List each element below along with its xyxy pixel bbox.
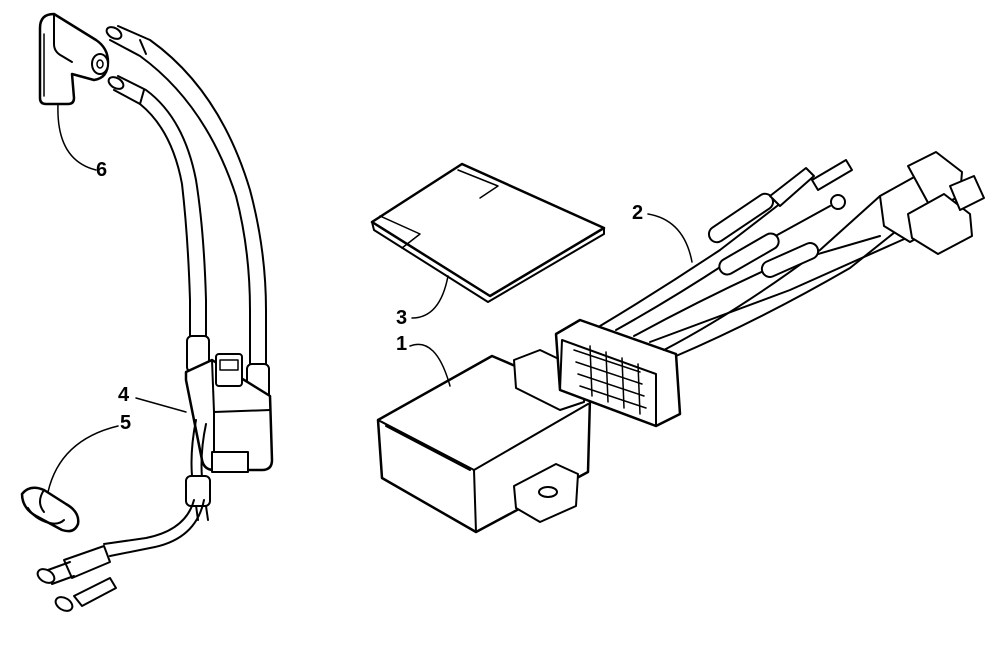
callout-3: 3 xyxy=(396,307,408,329)
flat-pad xyxy=(370,162,606,303)
leader-lines xyxy=(47,103,693,493)
ignition-coil-assembly xyxy=(36,25,274,612)
leader-2 xyxy=(647,213,693,263)
callout-4: 4 xyxy=(118,384,130,406)
leader-1 xyxy=(409,343,451,387)
leader-4 xyxy=(135,397,187,413)
callout-1: 1 xyxy=(396,333,408,355)
callout-5: 5 xyxy=(120,412,132,434)
spark-plug-boot xyxy=(38,12,110,106)
leader-3 xyxy=(411,275,449,319)
callout-6: 6 xyxy=(96,159,108,181)
wiring-harness xyxy=(554,151,985,428)
leader-5 xyxy=(47,425,119,493)
leader-6 xyxy=(57,103,97,171)
callout-2: 2 xyxy=(632,202,644,224)
wire-clip xyxy=(20,486,80,533)
control-module xyxy=(376,349,592,534)
